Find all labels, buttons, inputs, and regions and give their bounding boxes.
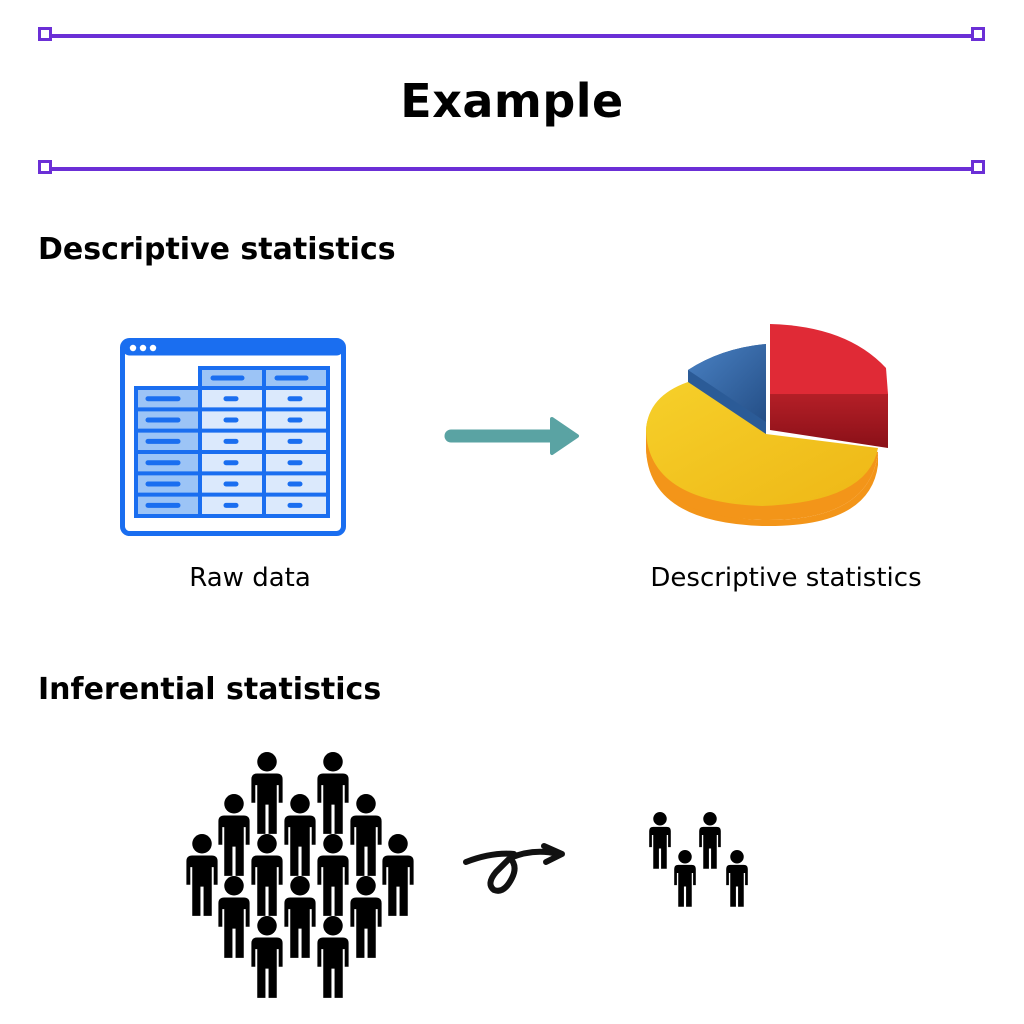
crowd-population-icon [186, 752, 414, 998]
person-icon [350, 876, 382, 958]
divider-endpoint [38, 27, 52, 41]
raw-data-caption: Raw data [189, 563, 311, 593]
person-icon [699, 812, 721, 869]
person-icon [382, 834, 414, 916]
bottom-divider [38, 160, 985, 174]
top-divider [38, 27, 985, 41]
person-icon [186, 834, 218, 916]
person-icon [284, 794, 316, 876]
person-icon [284, 876, 316, 958]
arrow-right-icon [444, 417, 579, 455]
person-icon [251, 752, 283, 834]
divider-endpoint [38, 160, 52, 174]
divider-endpoint [971, 160, 985, 174]
person-icon [317, 752, 349, 834]
person-icon [317, 834, 349, 916]
person-icon [218, 794, 250, 876]
section-heading-inferential: Inferential statistics [38, 672, 382, 707]
spreadsheet-icon [120, 338, 346, 536]
person-icon [251, 834, 283, 916]
page-title: Example [400, 74, 624, 128]
person-icon [726, 850, 748, 907]
sample-group-icon [649, 812, 748, 907]
person-icon [649, 812, 671, 869]
divider-endpoint [971, 27, 985, 41]
person-icon [251, 916, 283, 998]
loop-arrow-icon [463, 843, 565, 894]
person-icon [317, 916, 349, 998]
person-icon [674, 850, 696, 907]
descriptive-statistics-caption: Descriptive statistics [650, 563, 922, 593]
person-icon [218, 876, 250, 958]
section-heading-descriptive: Descriptive statistics [38, 232, 396, 267]
person-icon [350, 794, 382, 876]
pie-chart-3d-icon [646, 324, 888, 527]
